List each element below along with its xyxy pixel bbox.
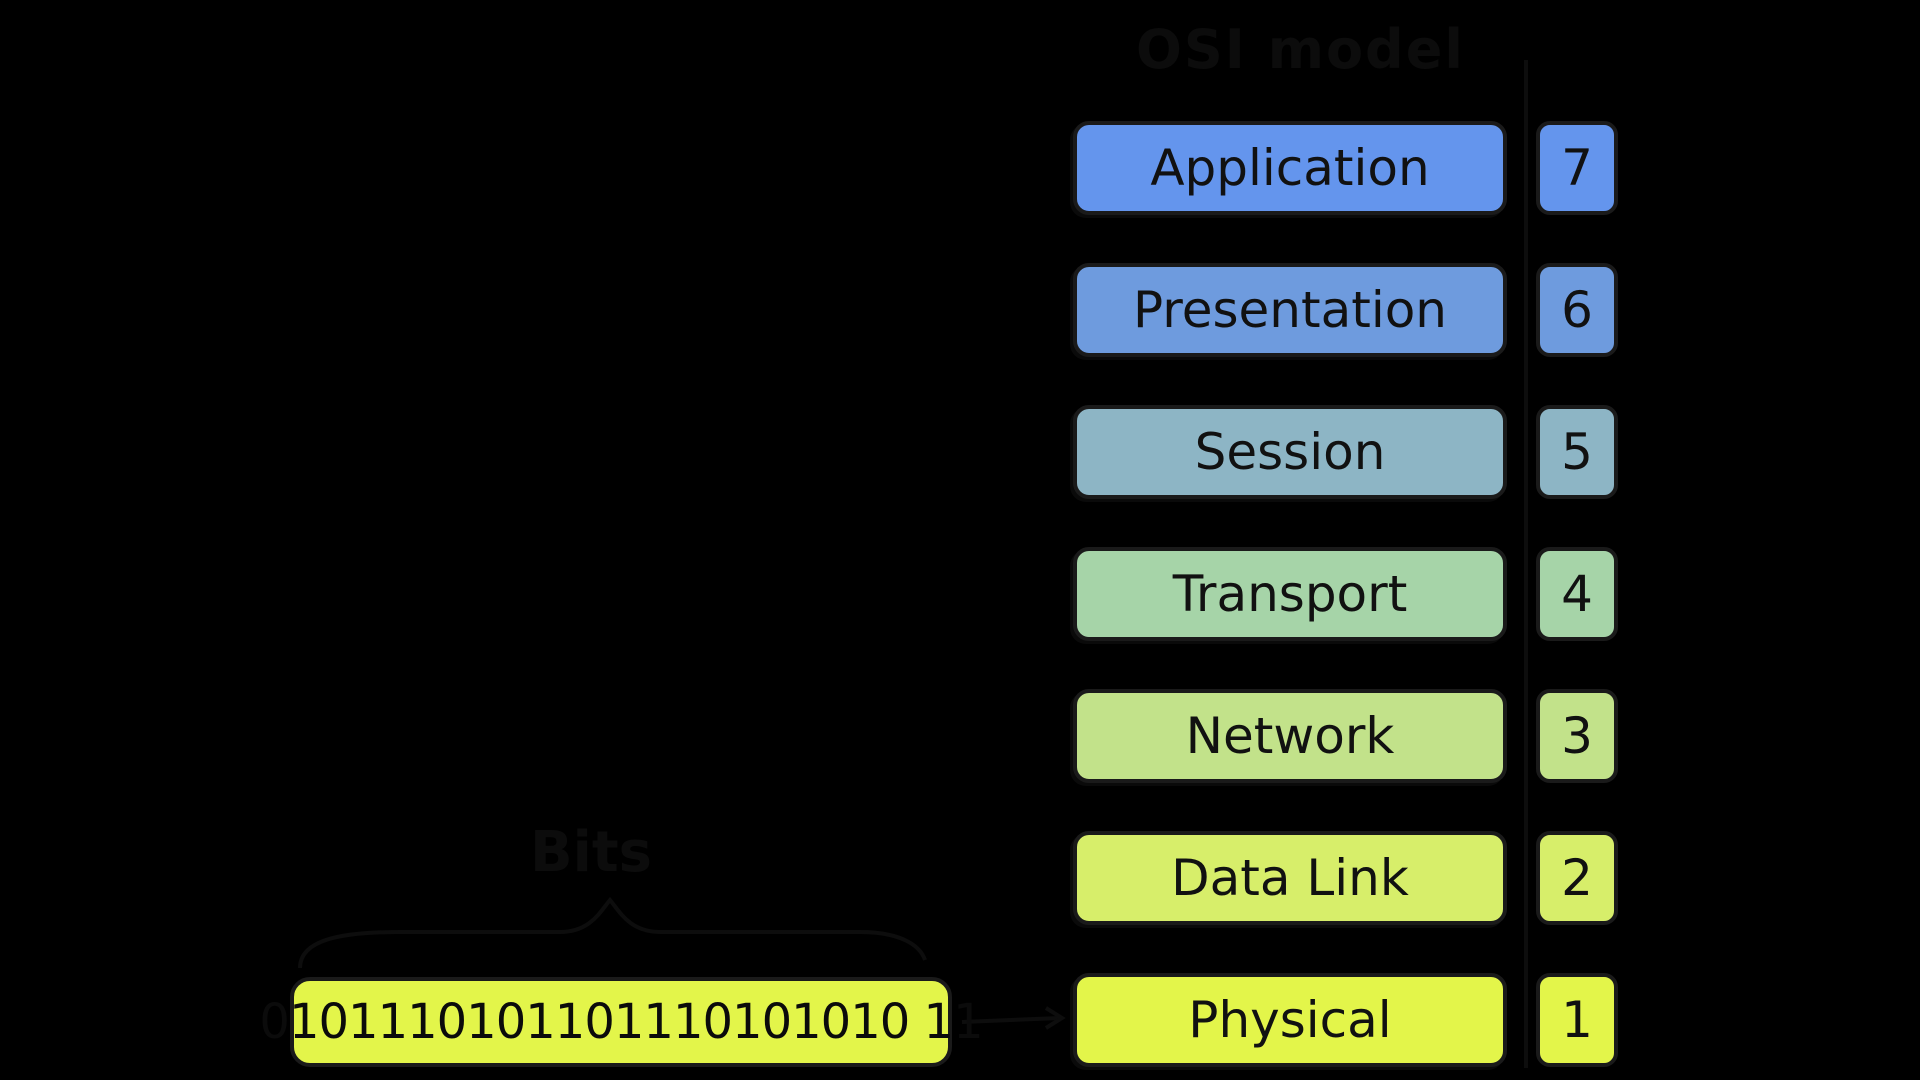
layer-number-3: 3 xyxy=(1536,689,1618,783)
layer-number-7: 7 xyxy=(1536,121,1618,215)
layer-application: Application xyxy=(1073,121,1507,215)
layer-presentation: Presentation xyxy=(1073,263,1507,357)
layer-number-1: 1 xyxy=(1536,973,1618,1067)
bits-caption: Bits xyxy=(530,820,652,885)
layer-data-link: Data Link xyxy=(1073,831,1507,925)
bits-stream-box: 0101110101101110101010 11 xyxy=(259,977,984,1067)
layer-transport: Transport xyxy=(1073,547,1507,641)
layer-network: Network xyxy=(1073,689,1507,783)
diagram-title: OSI model xyxy=(1136,18,1465,81)
layer-number-6: 6 xyxy=(1536,263,1618,357)
layer-session: Session xyxy=(1073,405,1507,499)
layer-physical: Physical xyxy=(1073,973,1507,1067)
layer-number-5: 5 xyxy=(1536,405,1618,499)
bits-brace xyxy=(298,896,927,969)
arrow-head xyxy=(1044,1006,1066,1030)
layer-number-2: 2 xyxy=(1536,831,1618,925)
layer-number-4: 4 xyxy=(1536,547,1618,641)
